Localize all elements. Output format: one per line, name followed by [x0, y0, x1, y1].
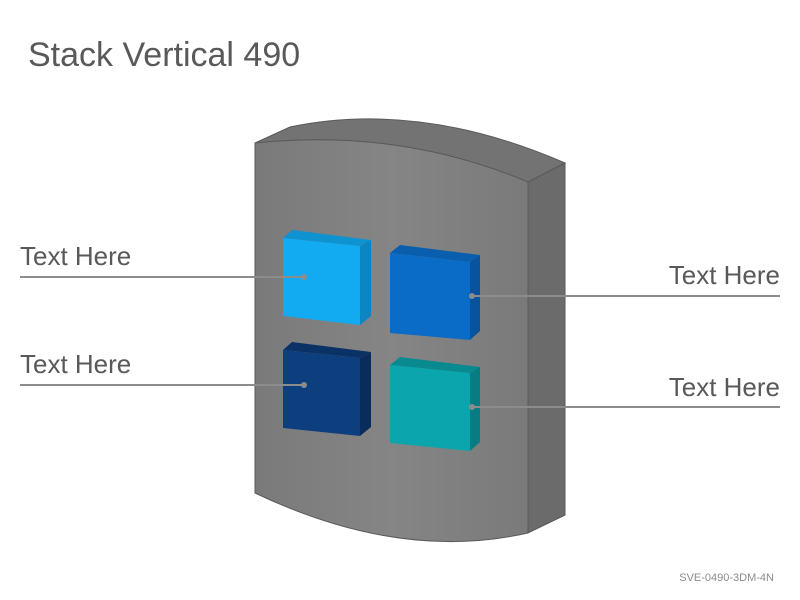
- cube-top-left: [283, 230, 371, 325]
- label-bottom-left: Text Here: [20, 349, 132, 379]
- cube-bottom-right: [390, 357, 480, 451]
- cube-bottom-left: [283, 342, 371, 436]
- connector-bottom-left: [20, 382, 307, 388]
- connector-bottom-right: [469, 404, 780, 410]
- connector-top-left: [20, 274, 307, 280]
- slab-front-face: [254, 139, 529, 543]
- connector-top-right: [469, 293, 780, 299]
- label-top-left: Text Here: [20, 241, 132, 271]
- label-bottom-right: Text Here: [668, 372, 780, 402]
- cube-top-right: [390, 245, 480, 340]
- label-top-right: Text Here: [668, 260, 780, 290]
- page-title: Stack Vertical 490: [28, 36, 301, 74]
- slide-code: SVE-0490-3DM-4N: [679, 572, 774, 584]
- slab-side-face: [527, 162, 566, 534]
